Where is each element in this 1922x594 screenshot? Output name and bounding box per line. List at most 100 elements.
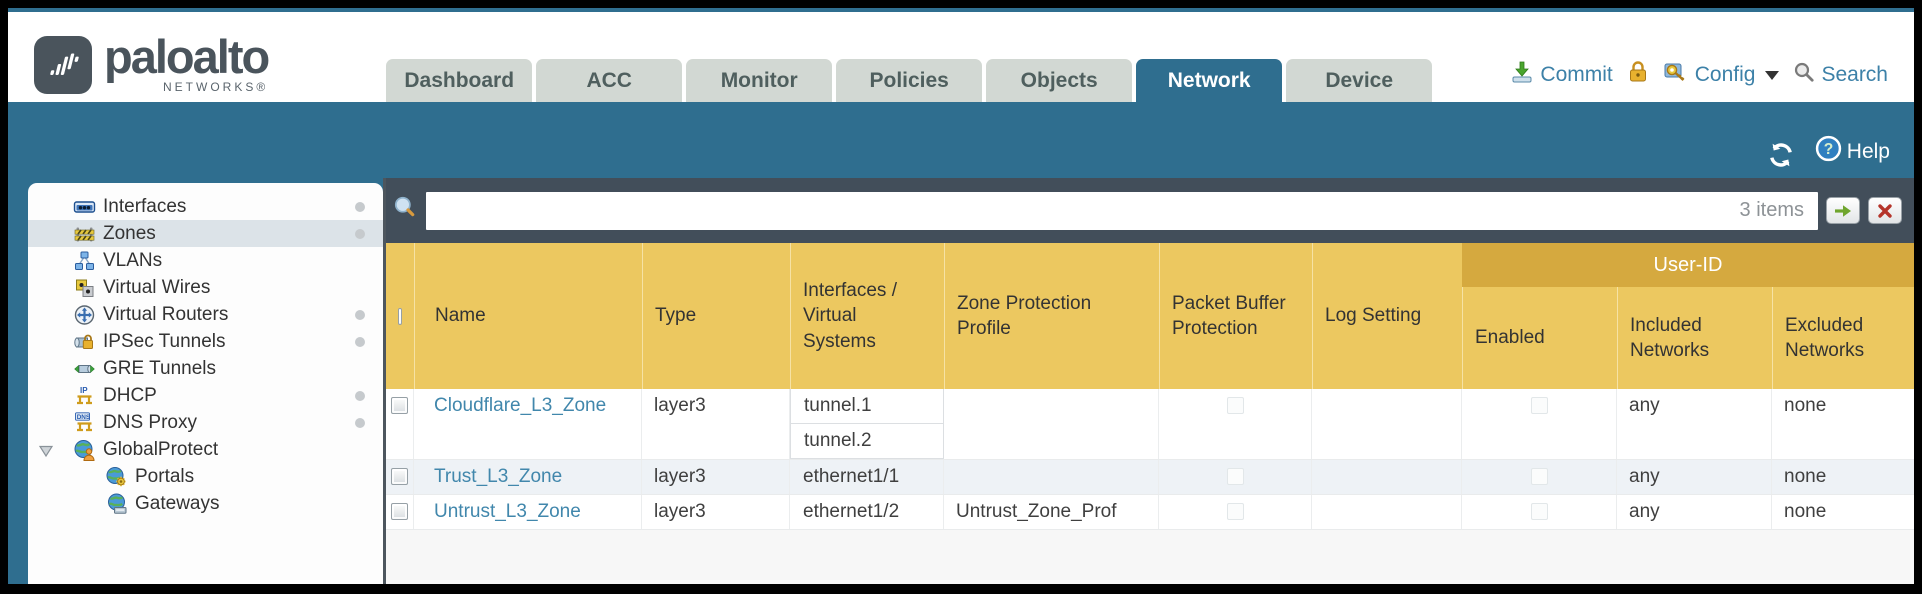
interface-subcell: tunnel.2 — [790, 424, 944, 459]
select-all-checkbox-cell — [386, 243, 414, 389]
tree-expander-icon[interactable] — [38, 442, 54, 464]
sidebar-item-virtual-wires[interactable]: Virtual Wires — [28, 274, 383, 301]
zone-protection-profile-cell — [944, 389, 1159, 459]
sidebar-item-portals[interactable]: Portals — [28, 463, 383, 490]
excluded-networks-cell: none — [1772, 495, 1914, 529]
help-icon: ? — [1815, 135, 1842, 168]
packet-buffer-protection-cell — [1159, 389, 1312, 459]
column-header-excluded-networks[interactable]: Excluded Networks — [1772, 287, 1914, 389]
tab-label: Network — [1167, 68, 1251, 92]
zone-name-cell: Cloudflare_L3_Zone — [414, 389, 642, 459]
global-search-button[interactable]: Search — [1793, 61, 1888, 89]
packet-buffer-checkbox — [1226, 397, 1244, 414]
row-select-cell — [386, 389, 414, 459]
gateways-icon — [104, 493, 128, 515]
portals-icon — [104, 466, 128, 488]
config-dropdown[interactable]: Config — [1663, 60, 1780, 90]
column-header-interfaces[interactable]: Interfaces / Virtual Systems — [790, 243, 944, 389]
apply-filter-button[interactable] — [1826, 197, 1860, 224]
column-header-zone-protection-profile[interactable]: Zone Protection Profile — [944, 243, 1159, 389]
sidebar-item-zones[interactable]: Zones — [28, 220, 383, 247]
zone-protection-profile-cell — [944, 460, 1159, 494]
sidebar-item-label: IPSec Tunnels — [103, 330, 226, 352]
column-header-log-setting[interactable]: Log Setting — [1312, 243, 1462, 389]
interface-value: ethernet1/1 — [803, 466, 900, 487]
tab-network[interactable]: Network — [1136, 59, 1283, 102]
dns-proxy-icon: DNS — [72, 411, 96, 434]
column-header-packet-buffer-protection[interactable]: Packet Buffer Protection — [1159, 243, 1312, 389]
virtual-wires-icon — [72, 277, 96, 299]
status-dot — [355, 309, 365, 320]
zone-name-cell: Untrust_L3_Zone — [414, 495, 642, 529]
row-checkbox[interactable] — [391, 468, 408, 485]
sidebar-item-gateways[interactable]: Gateways — [28, 490, 383, 517]
tab-policies[interactable]: Policies — [836, 59, 983, 102]
table-filler — [386, 530, 1914, 584]
tab-label: Dashboard — [404, 68, 515, 92]
sidebar-item-vlans[interactable]: VLANs — [28, 247, 383, 274]
brand-logo: paloalto NETWORKS® — [34, 33, 270, 94]
zone-interfaces-cell: ethernet1/2 — [790, 495, 944, 529]
sidebar-item-label: Zones — [103, 222, 156, 244]
select-all-checkbox[interactable] — [398, 307, 402, 325]
lock-button[interactable] — [1627, 60, 1649, 90]
zone-name-link[interactable]: Trust_L3_Zone — [434, 466, 563, 487]
tab-dashboard[interactable]: Dashboard — [386, 59, 533, 102]
zone-protection-profile-cell: Untrust_Zone_Prof — [944, 495, 1159, 529]
packet-buffer-protection-cell — [1159, 460, 1312, 494]
toolbar-utilities: Commit Config Search — [1510, 60, 1888, 90]
tab-objects[interactable]: Objects — [986, 59, 1133, 102]
excluded-networks-cell: none — [1772, 460, 1914, 494]
help-label: Help — [1846, 139, 1890, 163]
zone-name-link[interactable]: Untrust_L3_Zone — [434, 501, 581, 522]
svg-text:DNS: DNS — [76, 413, 90, 420]
sidebar-item-virtual-routers[interactable]: Virtual Routers — [28, 301, 383, 328]
user-id-enabled-checkbox — [1530, 468, 1548, 485]
sidebar-item-interfaces[interactable]: Interfaces — [28, 193, 383, 220]
row-checkbox[interactable] — [391, 503, 408, 520]
column-header-included-networks[interactable]: Included Networks — [1617, 287, 1772, 389]
excluded-networks-value: none — [1784, 501, 1827, 522]
clear-filter-button[interactable] — [1868, 197, 1902, 224]
tab-label: Device — [1325, 68, 1394, 92]
table-header: Name Type Interfaces / Virtual Systems Z… — [386, 243, 1914, 389]
column-header-enabled[interactable]: Enabled — [1462, 287, 1617, 389]
help-button[interactable]: ? Help — [1815, 135, 1890, 168]
excluded-networks-value: none — [1784, 466, 1827, 487]
sidebar-item-label: DNS Proxy — [103, 411, 197, 433]
sidebar-item-gre-tunnels[interactable]: GRE Tunnels — [28, 355, 383, 382]
column-header-name[interactable]: Name — [414, 243, 642, 389]
status-dot — [355, 336, 365, 347]
included-networks-cell: any — [1617, 389, 1772, 459]
packet-buffer-checkbox — [1226, 468, 1244, 485]
sidebar-item-dns-proxy[interactable]: DNS DNS Proxy — [28, 409, 383, 436]
zone-name-link[interactable]: Cloudflare_L3_Zone — [434, 395, 607, 416]
sidebar-item-label: GlobalProtect — [103, 438, 219, 460]
log-setting-cell — [1312, 389, 1462, 459]
tab-label: Objects — [1020, 68, 1098, 92]
row-checkbox[interactable] — [391, 397, 408, 414]
commit-button[interactable]: Commit — [1510, 60, 1613, 90]
row-select-cell — [386, 495, 414, 529]
tab-device[interactable]: Device — [1286, 59, 1433, 102]
sidebar-item-globalprotect[interactable]: GlobalProtect — [28, 436, 383, 463]
globalprotect-icon — [72, 439, 96, 461]
status-dot — [355, 390, 365, 401]
column-header-type[interactable]: Type — [642, 243, 790, 389]
user-id-enabled-cell — [1462, 495, 1617, 529]
sidebar-item-ipsec-tunnels[interactable]: IPSec Tunnels — [28, 328, 383, 355]
status-dot — [355, 228, 365, 239]
tab-monitor[interactable]: Monitor — [686, 59, 833, 102]
commit-icon — [1510, 60, 1534, 90]
included-networks-value: any — [1629, 501, 1660, 522]
sidebar-item-label: Gateways — [135, 492, 220, 514]
zone-name-cell: Trust_L3_Zone — [414, 460, 642, 494]
refresh-button[interactable] — [1767, 142, 1795, 168]
filter-input[interactable] — [426, 199, 1740, 222]
zone-type-value: layer3 — [654, 501, 706, 522]
tab-acc[interactable]: ACC — [536, 59, 683, 102]
